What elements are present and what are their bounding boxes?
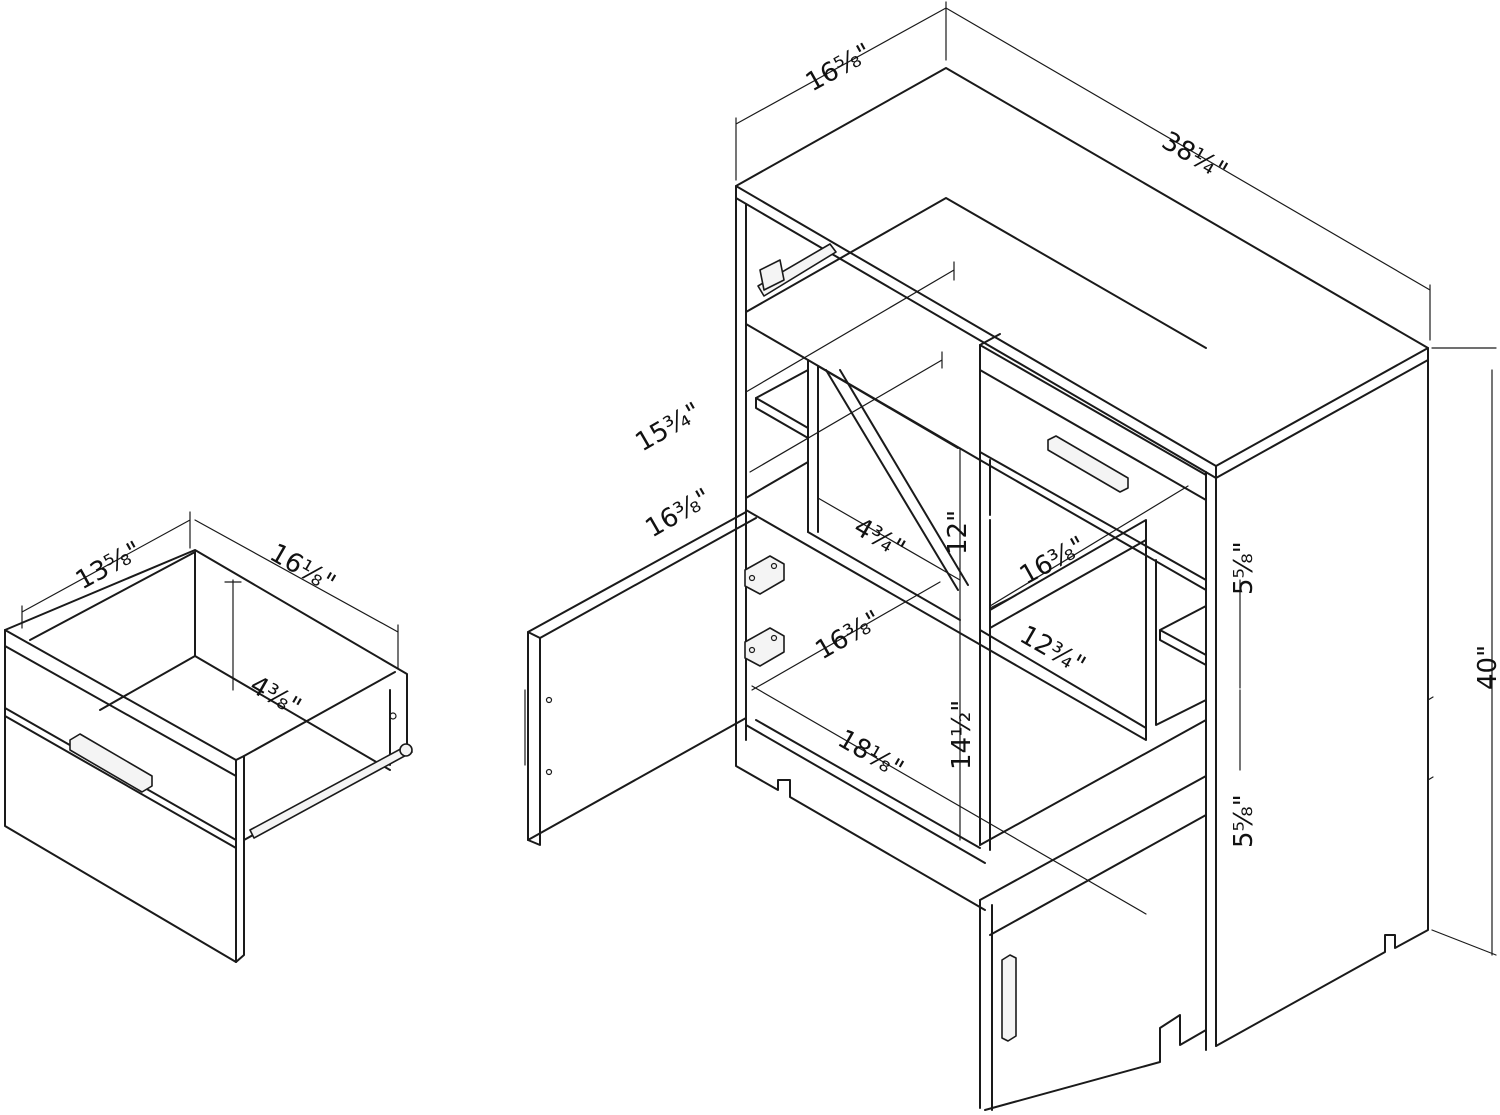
upper-shelf [745, 197, 1207, 349]
upper-hinge-icon [744, 555, 785, 595]
drawer-box [4, 549, 413, 963]
label-drawer-width: 16⅛" [265, 538, 341, 599]
storage-cabinet [524, 67, 1434, 1111]
drawer-handle-icon [69, 733, 153, 793]
top-drawer-front [979, 369, 1207, 581]
lower-hinge-icon [744, 627, 785, 667]
label-cabinet-height: 40" [1473, 645, 1500, 690]
label-lower-opening-depth: 18⅛" [833, 724, 909, 785]
drawer-slide-icon [757, 243, 837, 297]
open-bottom-door [979, 775, 1207, 1111]
cabinet-top [735, 67, 1429, 467]
label-upper-shelf-depth: 15¾" [631, 397, 707, 458]
bottom-door-handle-icon [1001, 954, 1017, 1042]
label-lower-opening-width: 16⅜" [811, 605, 887, 666]
label-lower-opening-height: 14½" [947, 700, 977, 770]
label-top-drawer-height: 5⅝" [1229, 541, 1259, 595]
label-bottom-drawer-height: 5⅝" [1229, 794, 1259, 848]
right-compartment [989, 519, 1207, 729]
label-cabinet-depth: 16⅝" [801, 38, 877, 98]
label-cabinet-width: 38¼" [1157, 126, 1233, 187]
open-left-door [527, 511, 747, 841]
cabinet-right-side [1215, 359, 1429, 1047]
label-upper-opening-height: 12" [943, 510, 973, 555]
middle-shelf [745, 461, 1147, 741]
dimension-lines [21, 1, 1497, 956]
cabinet-left-side [735, 197, 986, 911]
label-right-compartment-width: 16⅜" [1015, 531, 1091, 591]
top-drawer-handle-icon [1047, 435, 1129, 493]
label-center-divider-width: 4¾" [849, 512, 911, 565]
diagonal-brace [825, 369, 969, 591]
drawer-runner-icon [249, 743, 413, 839]
